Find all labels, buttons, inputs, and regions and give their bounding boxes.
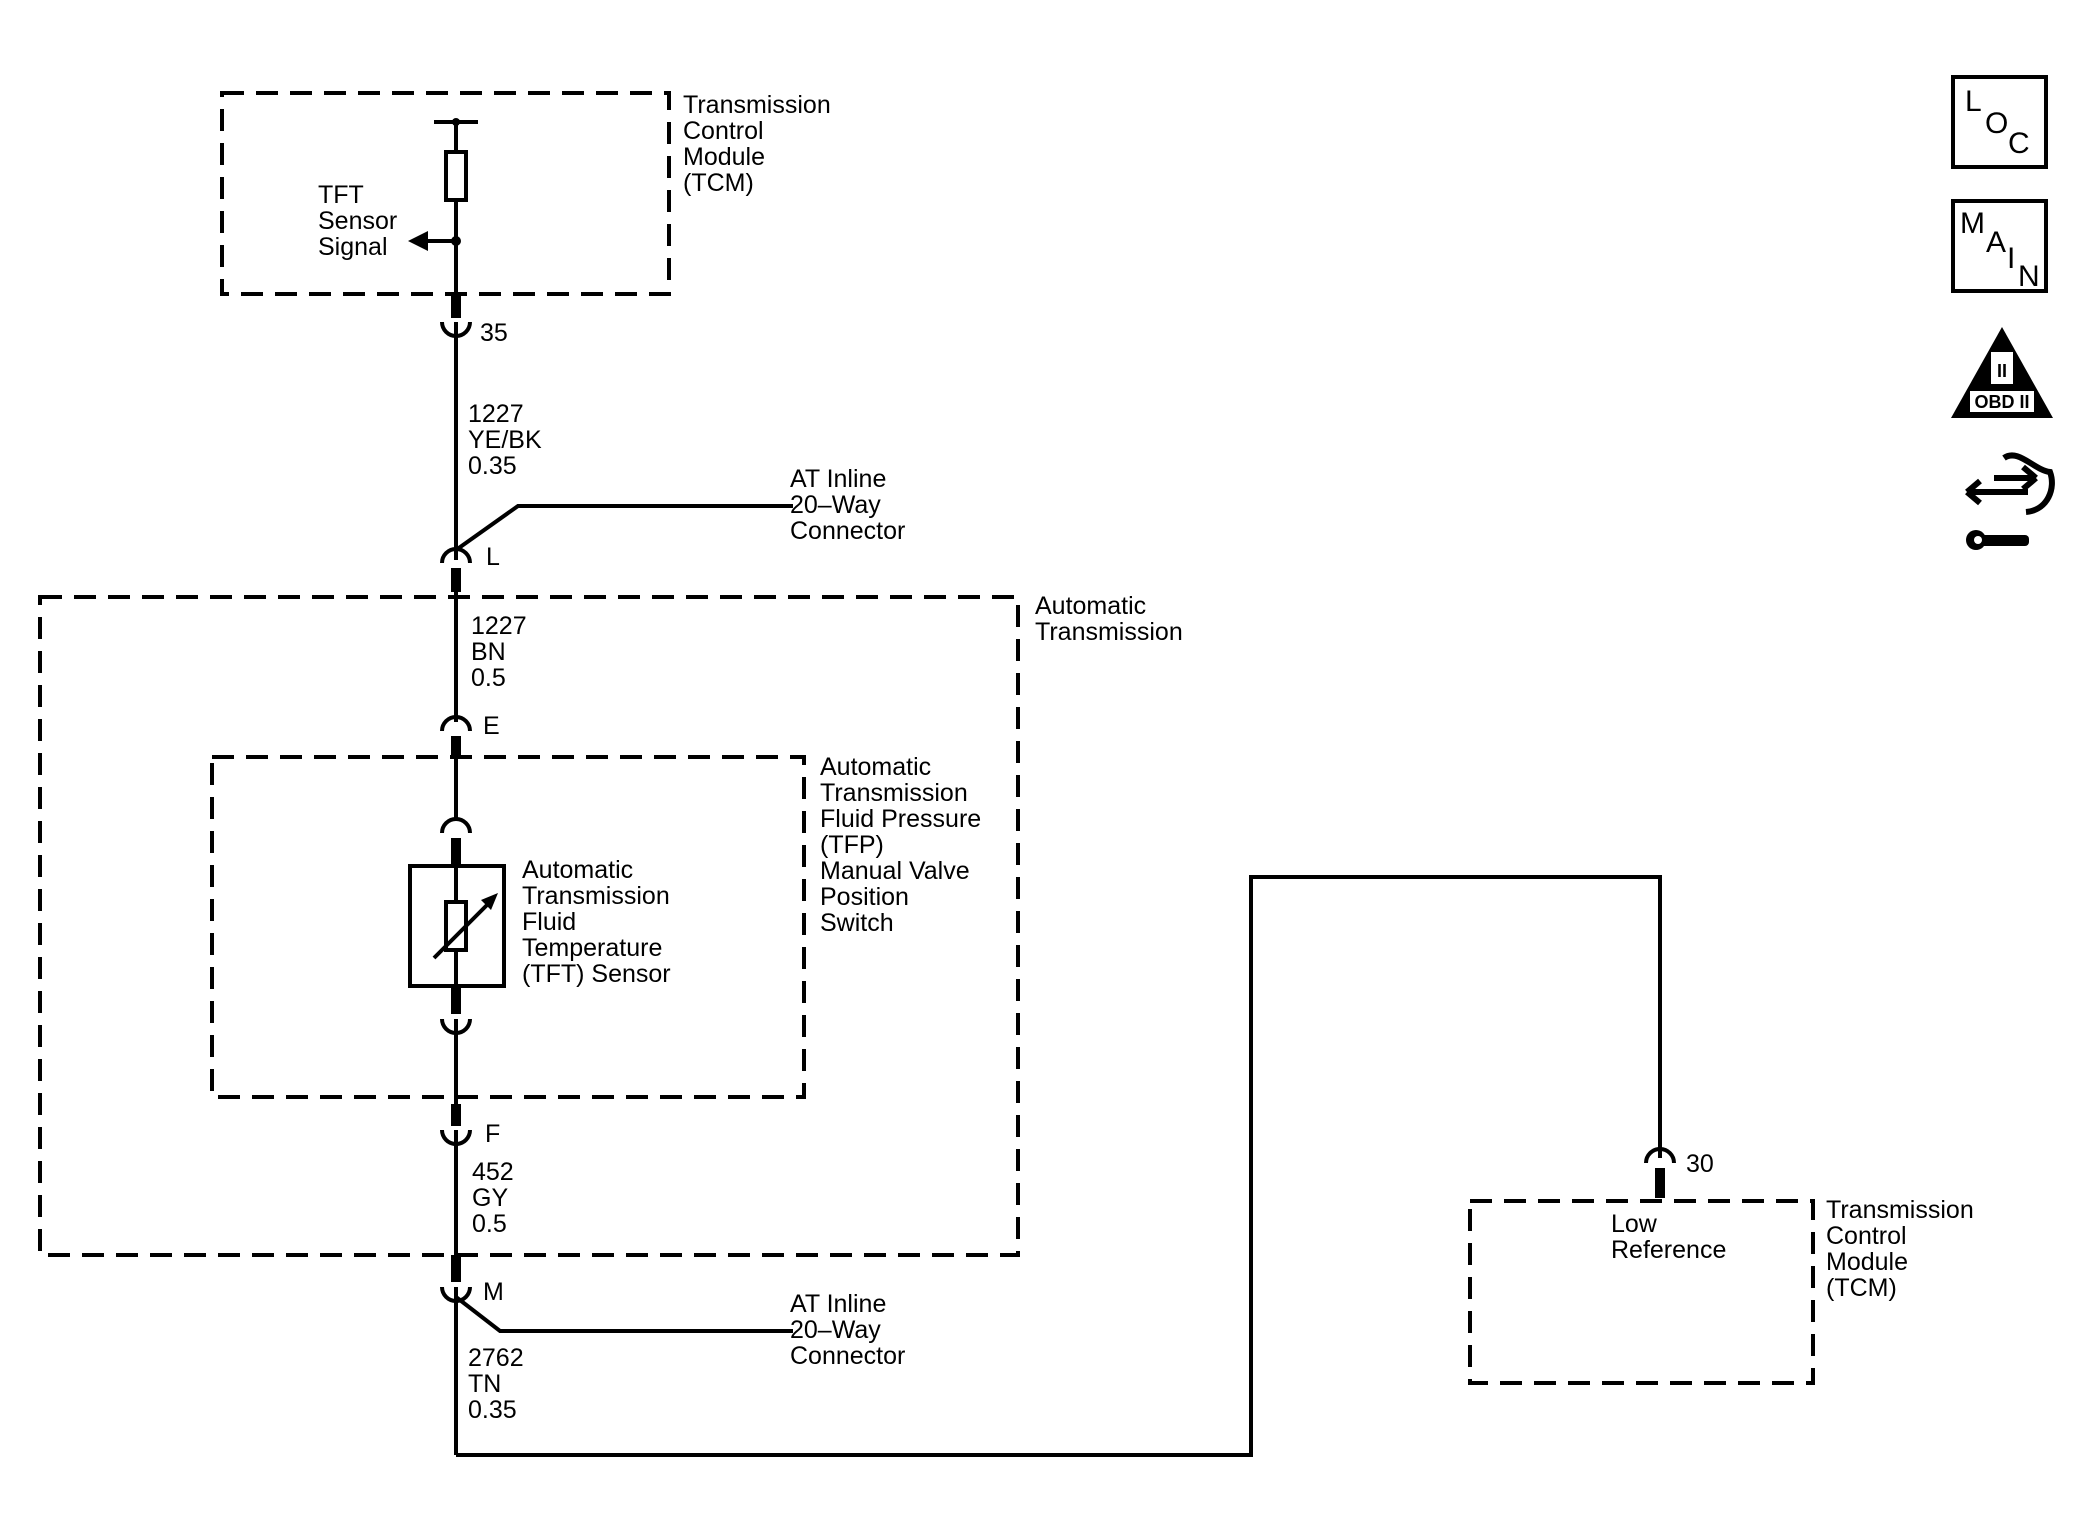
inline-connector-top-label: AT Inline 20–Way Connector	[790, 465, 905, 545]
service-arrow-left	[1965, 478, 2028, 506]
loc-icon-frame	[1951, 75, 2048, 169]
pin-l-label: L	[486, 543, 500, 571]
service-wrench-icon[interactable]	[1965, 452, 2055, 550]
main-icon-frame	[1951, 199, 2048, 293]
harness-bottom: M AT Inline 20–Way Connector 2762 TN 0.3…	[440, 875, 1714, 1457]
tcm-bottom-title: Transmission Control Module (TCM)	[1826, 1196, 1981, 1302]
pin-30-connector-icon	[1644, 1147, 1676, 1164]
automatic-transmission-title: Automatic Transmission	[1035, 592, 1183, 646]
pin-f-label: F	[485, 1120, 500, 1148]
pin-e-connector-icon	[440, 715, 472, 732]
obd-numeral-box	[1991, 352, 2013, 384]
service-wrench-jaw	[1974, 536, 1982, 544]
wire-452-gy-label: 452 GY 0.5	[472, 1158, 521, 1238]
tcm-module-top: Transmission Control Module (TCM) TFT Se…	[220, 91, 838, 296]
pin-30-label: 30	[1686, 1150, 1714, 1178]
tfp-switch-boundary	[210, 755, 806, 1099]
automatic-transmission: Automatic Transmission Automatic Transmi…	[38, 592, 1183, 1257]
service-hand-outline	[2002, 452, 2055, 515]
pin-e-label: E	[483, 712, 500, 740]
tft-sensor-title: Automatic Transmission Fluid Temperature…	[522, 856, 677, 988]
obd-text-box	[1970, 391, 2034, 412]
loc-icon-letter: O	[1985, 107, 2008, 140]
loc-icon-letter: C	[2008, 127, 2030, 160]
signal-arrow-icon	[408, 231, 428, 251]
wire-1227-ye-bk-label: 1227 YE/BK 0.35	[468, 400, 549, 480]
service-arrow-right	[1994, 464, 2038, 492]
main-icon-letter: M	[1960, 207, 1985, 240]
pin-35-label: 35	[480, 319, 508, 347]
inline-bottom-leader	[454, 1295, 793, 1333]
inline-top-leader	[454, 504, 793, 552]
tcm-module-bottom: Low Reference Transmission Control Modul…	[1468, 1196, 1981, 1385]
pin-m-label: M	[483, 1278, 504, 1306]
tcm-top-title: Transmission Control Module (TCM)	[683, 91, 838, 197]
low-reference-label: Low Reference	[1611, 1210, 1726, 1264]
wire-2762-tn-label: 2762 TN 0.35	[468, 1344, 531, 1424]
obd-text: OBD II	[1974, 392, 2029, 412]
service-wrench-handle	[1975, 535, 2029, 546]
main-icon[interactable]: M A I N	[1951, 199, 2048, 293]
tcm-top-boundary	[220, 91, 671, 296]
tcm-pullup-resistor	[444, 150, 468, 202]
loc-icon[interactable]: L O C	[1951, 75, 2048, 169]
tfp-switch-title: Automatic Transmission Fluid Pressure (T…	[820, 753, 988, 937]
thermistor-variable-arrow	[432, 902, 490, 960]
harness-left: 35 1227 YE/BK 0.35 AT Inline 20–Way Conn…	[440, 296, 905, 818]
loc-icon-letter: L	[1965, 85, 1982, 118]
inline-connector-bottom-label: AT Inline 20–Way Connector	[790, 1290, 905, 1370]
automatic-transmission-boundary	[38, 595, 1020, 1257]
wire-2762-tn-route	[456, 875, 1662, 1457]
tcm-bottom-boundary	[1468, 1199, 1815, 1385]
wire-1227-bn-label: 1227 BN 0.5	[471, 612, 534, 692]
main-icon-letter: A	[1986, 226, 2006, 259]
main-icon-letter: I	[2007, 242, 2015, 275]
obd-ii-icon[interactable]: II OBD II	[1951, 327, 2053, 418]
variable-arrow-icon	[481, 893, 498, 910]
main-icon-letter: N	[2018, 260, 2040, 293]
tcm-top-supply-node	[452, 118, 460, 126]
tft-upper-connector-icon	[440, 817, 472, 834]
tft-sensor-signal-label: TFT Sensor Signal	[318, 181, 404, 261]
pin-l-connector-icon	[440, 547, 472, 564]
obd-numeral: II	[1997, 361, 2007, 381]
